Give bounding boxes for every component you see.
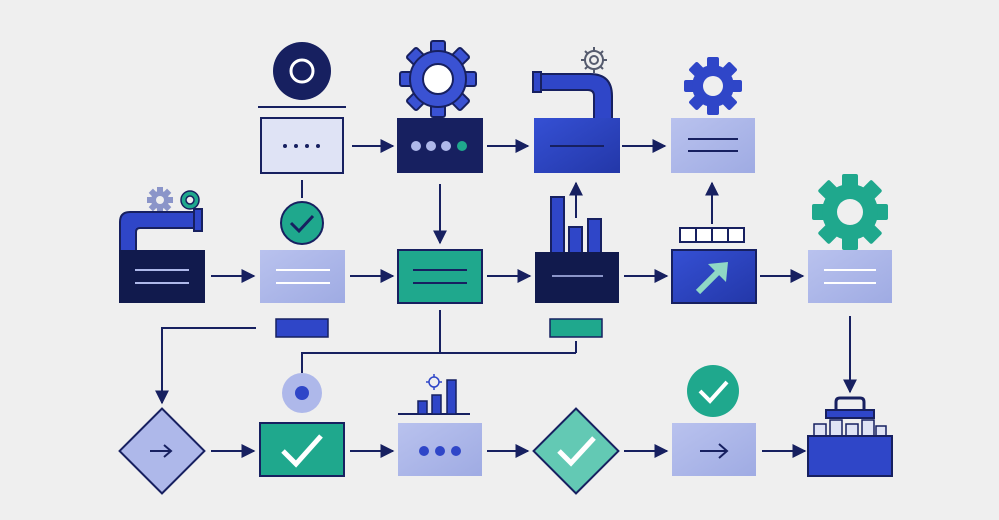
process-box-r1c1 [260, 117, 344, 174]
dot-circle-icon [282, 373, 322, 413]
trend-up-arrow-icon [695, 262, 728, 295]
status-bar-teal [549, 318, 603, 338]
process-box-r2c1 [119, 250, 205, 303]
disc-icon [273, 42, 331, 100]
process-box-r1c3 [534, 118, 620, 173]
bar-chart-icon [550, 196, 602, 254]
check-circle-icon [280, 201, 324, 245]
process-box-r2c3 [397, 249, 483, 304]
gear-icon [812, 174, 888, 250]
segmented-bar [679, 227, 745, 243]
check-circle-icon [687, 365, 739, 417]
process-box-r3c2 [259, 422, 345, 477]
process-box-r3c5 [672, 423, 756, 476]
diamond-arrow-icon [118, 407, 206, 495]
connectors [155, 139, 857, 458]
elbow-to-diamond [155, 327, 256, 405]
pipe-with-gears-icon [119, 187, 203, 253]
process-box-r1c4 [671, 118, 755, 173]
toolbox-icon [807, 396, 893, 477]
process-box-r2c6 [808, 250, 892, 303]
pipe-icon [532, 71, 613, 121]
check-icon [281, 434, 323, 468]
process-box-r2c4 [535, 252, 619, 303]
status-bar-blue [275, 318, 329, 338]
gear-icon [684, 57, 742, 115]
process-box-r1c2 [397, 118, 483, 173]
process-box-r2c2 [260, 250, 345, 303]
process-box-r3c3 [398, 423, 482, 476]
gear-icon [399, 40, 477, 118]
small-gear-icon [581, 47, 607, 73]
check-diamond-icon [532, 407, 620, 495]
branch-teal-down [301, 310, 441, 373]
mini-bar-chart-icon [398, 374, 470, 415]
